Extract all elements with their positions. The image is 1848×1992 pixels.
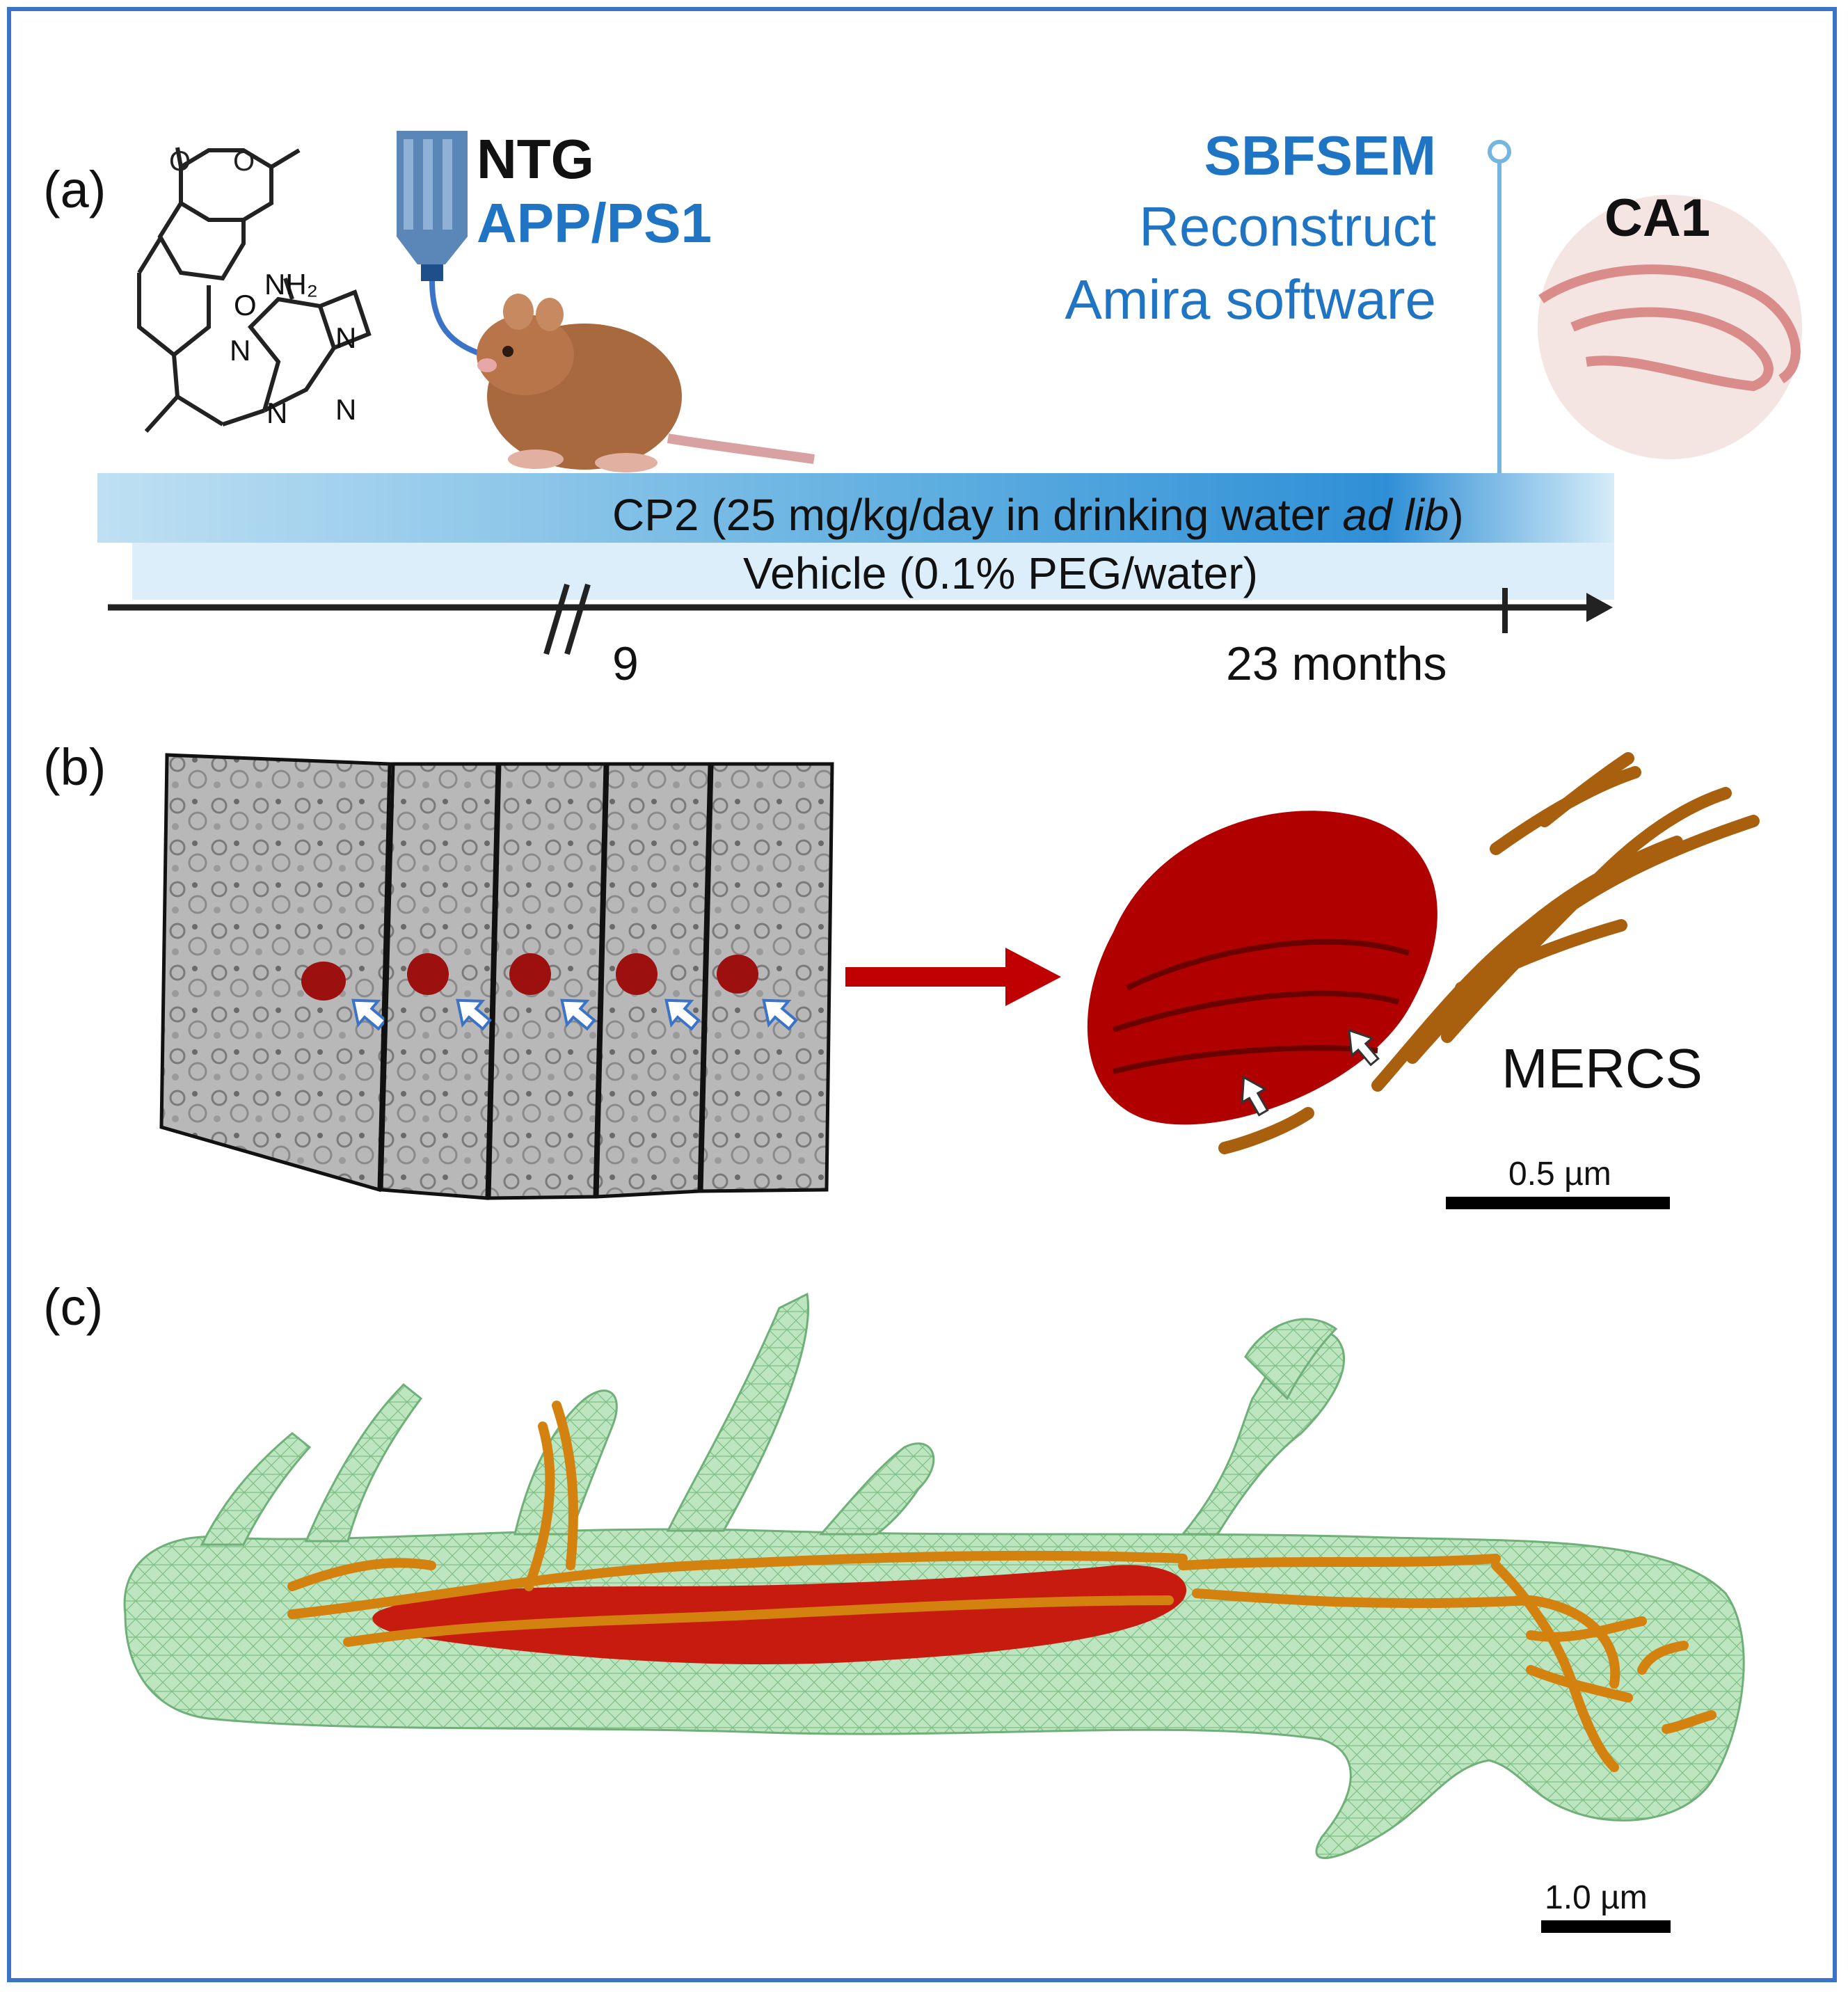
scale-bar-c xyxy=(1541,1920,1671,1933)
group-ntg-label: NTG xyxy=(477,128,594,190)
mercs-label: MERCS xyxy=(1502,1037,1703,1099)
timeline-tick-start: 9 xyxy=(612,637,639,690)
scale-bar-c-label: 1.0 µm xyxy=(1545,1879,1648,1916)
chem-nh2-label: NH₂ xyxy=(264,268,318,301)
region-ca1-label: CA1 xyxy=(1604,189,1711,248)
vehicle-bar xyxy=(132,543,1614,600)
panel-b-label: (b) xyxy=(43,738,106,796)
panel-a-label: (a) xyxy=(43,161,106,218)
cp2-treatment-bar xyxy=(97,473,1614,543)
timeline-tick-end: 23 months xyxy=(1226,637,1447,690)
chem-n-label: N xyxy=(230,334,251,367)
figure-frame xyxy=(7,7,1837,1982)
scale-bar-b xyxy=(1446,1197,1670,1209)
chem-n-label-3: N xyxy=(266,397,288,429)
vehicle-label: Vehicle (0.1% PEG/water) xyxy=(743,548,1258,598)
method-sbfsem-label: SBFSEM xyxy=(1204,125,1436,186)
panel-c-label: (c) xyxy=(43,1278,104,1336)
chem-n-label-4: N xyxy=(335,393,357,426)
method-reconstruct-label: Reconstruct xyxy=(1139,196,1436,257)
scale-bar-b-label: 0.5 µm xyxy=(1508,1156,1611,1193)
chem-n-label-2: N xyxy=(335,321,357,354)
method-amira-label: Amira software xyxy=(1065,269,1436,330)
group-app-label: APP/PS1 xyxy=(477,192,712,254)
cp2-treatment-label: CP2 (25 mg/kg/day in drinking water ad l… xyxy=(612,490,1464,540)
chem-o-label: O xyxy=(234,289,257,321)
